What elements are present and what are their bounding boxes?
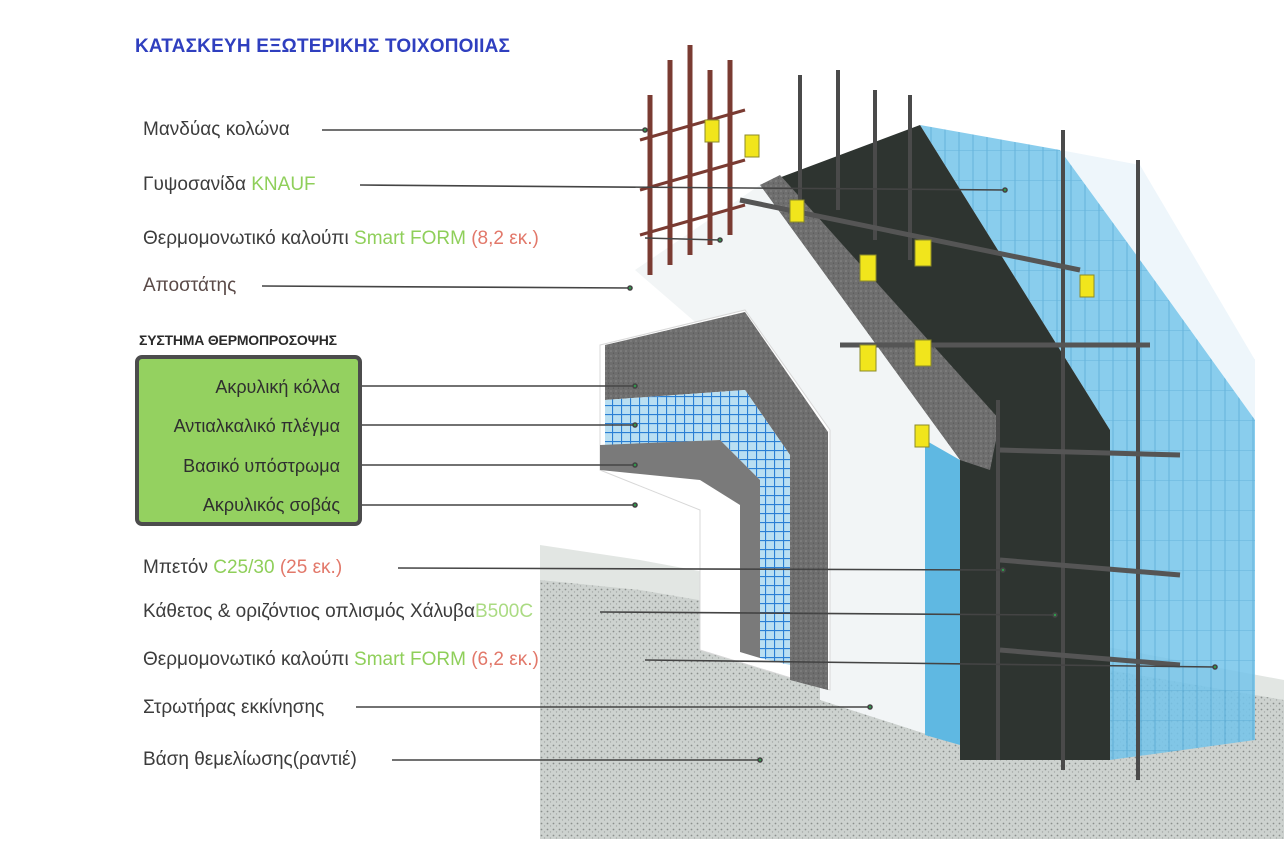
leader-lines	[261, 127, 1218, 763]
label-text: Μπετόν	[143, 557, 208, 578]
label-spacer: Αποστάτης	[143, 275, 236, 297]
label-text: Μανδύας κολώνα	[143, 119, 290, 140]
label-text: Αποστάτης	[143, 275, 237, 296]
label-text: Στρωτήρας εκκίνησης	[143, 697, 325, 718]
diagram-title: ΚΑΤΑΣΚΕΥΗ ΕΞΩΤΕΡΙΚΗΣ ΤΟΙΧΟΠΟΙΙΑΣ	[135, 36, 511, 57]
label-text: Βάση θεμελίωσης(ραντιέ)	[143, 749, 357, 770]
thermal-system-heading: ΣΥΣΤΗΜΑ ΘΕΡΜΟΠΡΟΣΟΨΗΣ	[139, 332, 337, 348]
front-insulation-blue-edge	[925, 440, 960, 745]
label-text: Κάθετος & οριζόντιος οπλισμός Χάλυβα	[143, 601, 475, 622]
thermal-system-item: Ακρυλική κόλλα	[215, 377, 340, 397]
label-brand: B500C	[474, 601, 534, 622]
thermal-system-box: Ακρυλική κόλλα Αντιαλκαλικό πλέγμα Βασικ…	[135, 355, 362, 526]
label-brand: C25/30	[213, 557, 275, 578]
label-text: Θερμομονωτικό καλούπι	[143, 649, 349, 670]
label-size: (25 εκ.)	[279, 557, 343, 578]
label-text: Θερμομονωτικό καλούπι	[143, 228, 349, 249]
label-starter-course: Στρωτήρας εκκίνησης	[143, 697, 324, 719]
label-foundation: Βάση θεμελίωσης(ραντιέ)	[143, 749, 357, 771]
label-rebar: Κάθετος & οριζόντιος οπλισμός ΧάλυβαB500…	[143, 601, 533, 623]
label-brand: Smart FORM	[354, 649, 466, 670]
concrete-core-top	[760, 175, 1000, 470]
facade-base-coat	[605, 312, 828, 690]
rear-panel-light-face	[1060, 150, 1255, 420]
label-brand: KNAUF	[251, 174, 316, 195]
facade-base-strip	[600, 440, 760, 658]
label-formwork-top: Θερμομονωτικό καλούπι Smart FORM (8,2 εκ…	[143, 228, 539, 250]
label-text: Γυψοσανίδα	[143, 174, 246, 195]
spacers	[704, 119, 1095, 448]
label-column-jacket: Μανδύας κολώνα	[143, 119, 290, 141]
column-rebar-cage	[639, 45, 746, 275]
thermal-system-item: Αντιαλκαλικό πλέγμα	[173, 416, 340, 436]
label-size: (6,2 εκ.)	[471, 649, 539, 670]
facade-mesh-layer	[605, 390, 790, 665]
label-concrete: Μπετόν C25/30 (25 εκ.)	[143, 557, 342, 579]
label-formwork-bottom: Θερμομονωτικό καλούπι Smart FORM (6,2 εκ…	[143, 649, 539, 671]
label-size: (8,2 εκ.)	[471, 228, 539, 249]
thermal-system-item: Ακρυλικός σοβάς	[202, 495, 340, 515]
label-brand: Smart FORM	[354, 228, 466, 249]
label-plasterboard: Γυψοσανίδα KNAUF	[143, 174, 316, 196]
thermal-system-item: Βασικό υπόστρωμα	[183, 456, 340, 476]
